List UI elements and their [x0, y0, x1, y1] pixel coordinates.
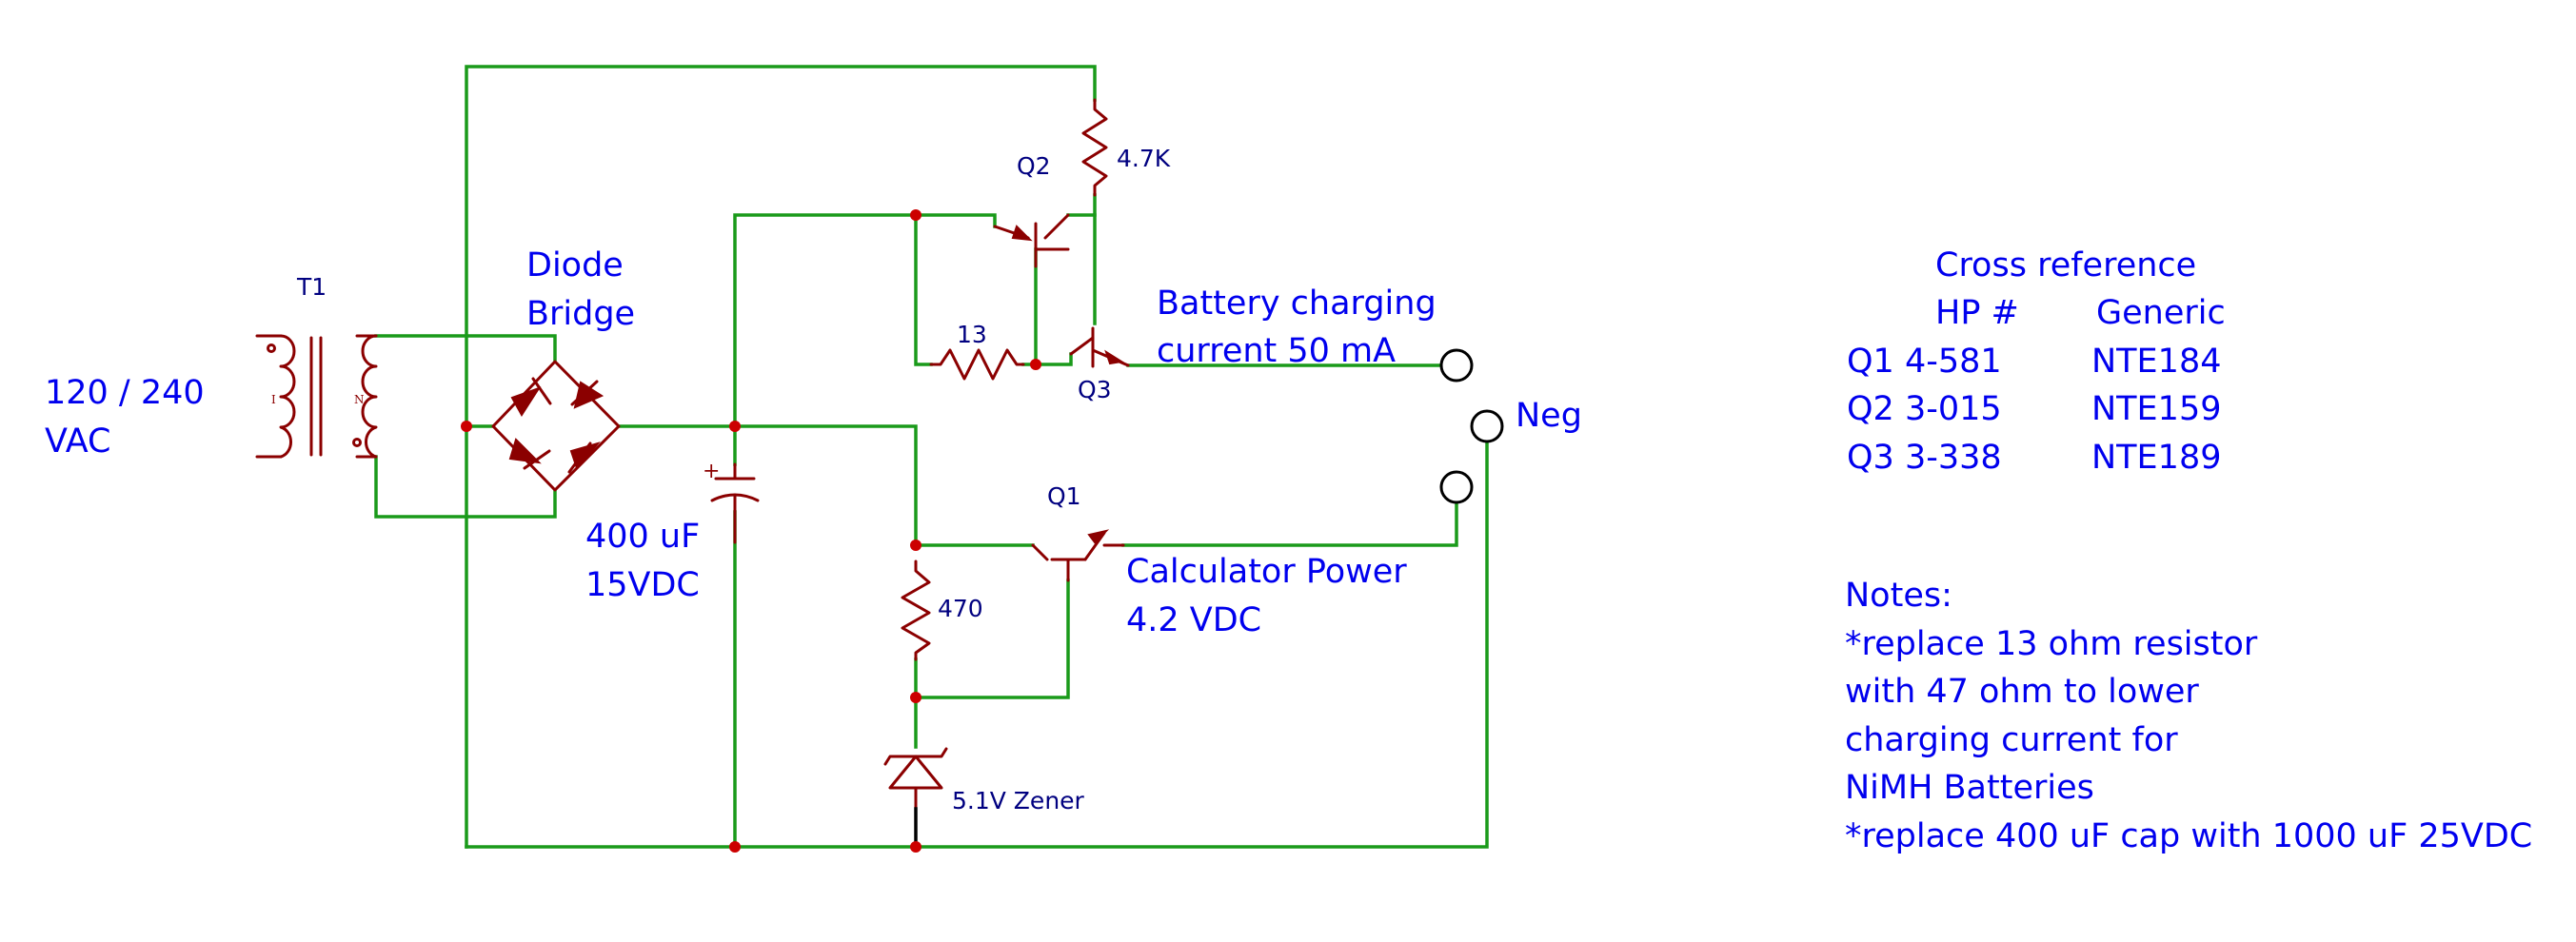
capacitor-400uf: + — [703, 460, 760, 544]
bridge-label-2: Bridge — [526, 295, 635, 333]
cap-plus-label: + — [703, 460, 720, 483]
cap-label-2: 15VDC — [585, 566, 700, 604]
r-4-7k-label: 4.7K — [1117, 145, 1171, 172]
r-13-label: 13 — [957, 321, 987, 348]
ac-input-label-1: 120 / 240 — [45, 374, 205, 412]
cross-reference-title: Cross reference — [1935, 246, 2196, 285]
cross-reference-col-generic: Generic — [2096, 294, 2226, 332]
resistor-470 — [901, 559, 931, 661]
transformer-t1: I N — [255, 334, 378, 459]
cross-reference-part: Q3 3-338 — [1847, 439, 2002, 477]
charge-label-2: current 50 mA — [1157, 332, 1396, 370]
notes-line: *replace 400 uF cap with 1000 uF 25VDC — [1845, 817, 2532, 855]
resistor-13 — [929, 348, 1025, 381]
notes-line: charging current for — [1845, 721, 2178, 759]
resistor-4-7k — [1081, 98, 1108, 197]
calc-label-2: 4.2 VDC — [1126, 601, 1261, 639]
zener-diode — [883, 747, 948, 849]
notes-line: with 47 ohm to lower — [1845, 673, 2199, 711]
terminals — [1439, 348, 1504, 504]
transistor-q1 — [1031, 529, 1125, 582]
notes-line: NiMH Batteries — [1845, 769, 2094, 807]
r-470-label: 470 — [938, 595, 983, 622]
bridge-diode-1 — [510, 386, 542, 417]
bridge-diode-3 — [508, 438, 542, 464]
cross-reference-table: Cross reference HP # Generic Q1 4-581 NT… — [1847, 246, 2226, 477]
neg-label: Neg — [1516, 397, 1582, 435]
charge-terminal — [1439, 348, 1474, 383]
transistor-q2 — [993, 213, 1070, 268]
q1-label: Q1 — [1047, 482, 1081, 510]
cross-reference-generic: NTE159 — [2091, 390, 2221, 428]
cross-reference-generic: NTE189 — [2091, 439, 2221, 477]
transformer-label: T1 — [296, 273, 327, 301]
notes-title: Notes: — [1845, 577, 1952, 615]
junctions — [461, 209, 1041, 853]
calc-label-1: Calculator Power — [1126, 553, 1407, 591]
cap-label-1: 400 uF — [585, 518, 700, 556]
q2-label: Q2 — [1017, 152, 1051, 180]
cross-reference-part: Q1 4-581 — [1847, 343, 2002, 381]
cross-reference-generic: NTE184 — [2091, 343, 2221, 381]
transformer-pin-l: I — [271, 393, 276, 406]
ac-input-label-2: VAC — [45, 422, 110, 461]
bridge-diode-2 — [573, 381, 604, 409]
bridge-label-1: Diode — [526, 246, 624, 285]
diode-bridge — [491, 360, 621, 492]
zener-label: 5.1V Zener — [952, 787, 1085, 814]
calc-terminal — [1439, 470, 1474, 504]
notes-line: *replace 13 ohm resistor — [1845, 625, 2258, 663]
transformer-pin-n: N — [354, 393, 365, 406]
neg-terminal — [1470, 409, 1504, 443]
charge-label-1: Battery charging — [1157, 285, 1437, 323]
notes-block: Notes: *replace 13 ohm resistor with 47 … — [1845, 577, 2532, 855]
cross-reference-part: Q2 3-015 — [1847, 390, 2002, 428]
transistor-q3 — [1069, 326, 1130, 368]
wires — [374, 65, 1489, 849]
q3-label: Q3 — [1078, 376, 1112, 403]
cross-reference-col-hp: HP # — [1935, 294, 2019, 332]
